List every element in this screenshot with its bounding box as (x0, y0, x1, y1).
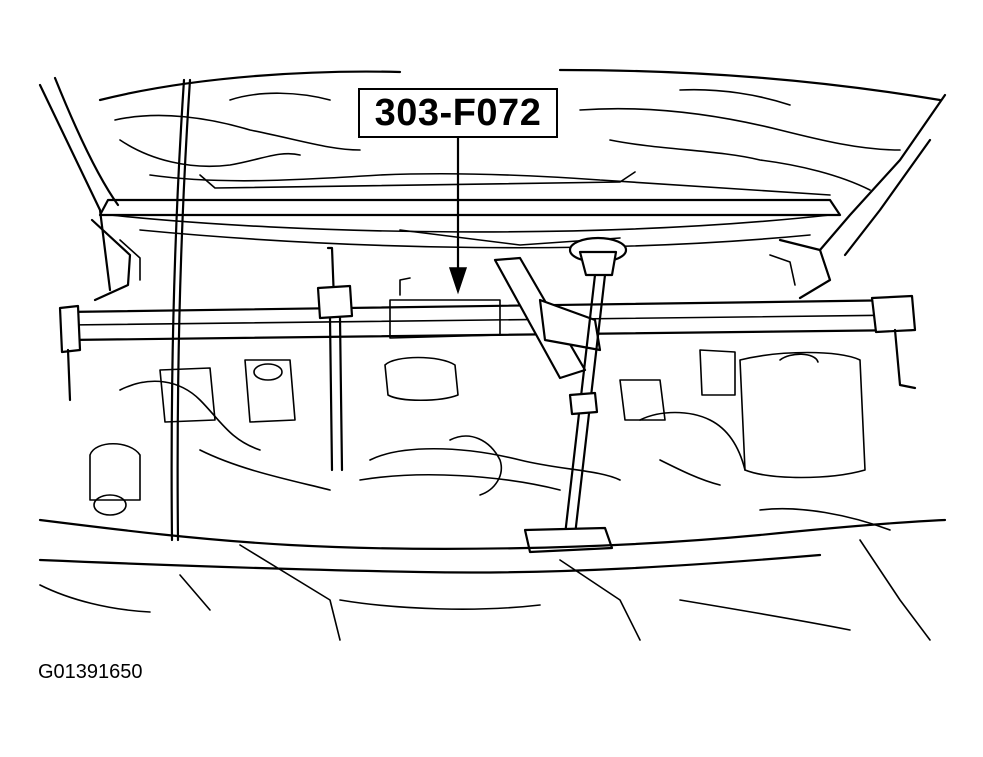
right-strut-tower (769, 238, 832, 300)
engine-support-bar (58, 294, 917, 402)
figure-id-label: G01391650 (38, 661, 143, 683)
left-long-rod (170, 78, 192, 542)
callout-arrow (448, 136, 468, 295)
left-strut-tower (90, 218, 141, 302)
radiator-support (38, 518, 947, 641)
tool-number-label: 303-F072 (374, 91, 542, 134)
cowl-panel (98, 171, 842, 249)
hood-outline (38, 68, 947, 292)
left-lifting-hook (316, 246, 354, 472)
tool-callout-box: 303-F072 (358, 88, 558, 138)
engine-components (89, 277, 891, 531)
center-lifting-bracket (493, 236, 628, 554)
